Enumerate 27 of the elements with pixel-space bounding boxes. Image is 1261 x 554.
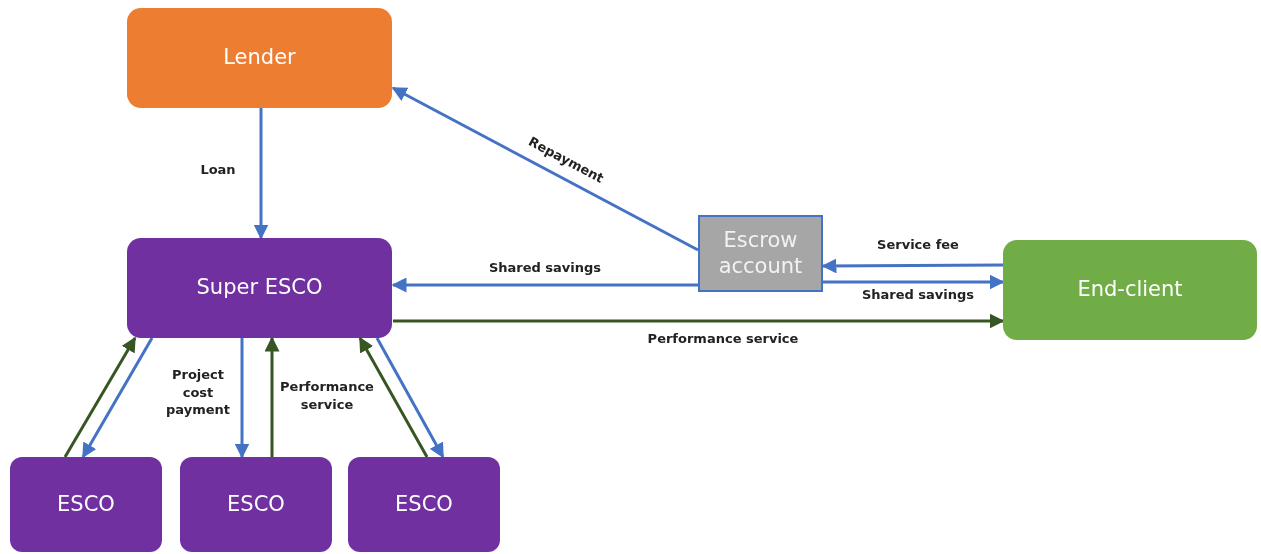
process-box	[180, 457, 332, 552]
arrow	[391, 86, 699, 252]
process-box	[348, 457, 500, 552]
node-label: ESCO	[57, 491, 115, 518]
arrow	[63, 336, 137, 458]
process-box	[10, 457, 162, 552]
edge-label: Shared savings	[859, 286, 977, 304]
node-label: ESCO	[395, 491, 453, 518]
process-box	[1003, 240, 1257, 340]
node-label: Lender	[223, 45, 296, 71]
arrow	[264, 336, 280, 457]
process-box	[127, 8, 392, 108]
arrow	[375, 337, 445, 459]
arrow	[823, 274, 1005, 290]
arrow	[358, 336, 429, 458]
arrow	[393, 313, 1005, 329]
node-label: Super ESCO	[196, 275, 323, 301]
node-label: End-client	[1077, 277, 1183, 303]
arrow	[253, 108, 269, 240]
process-box	[127, 238, 392, 338]
process-box	[698, 215, 823, 292]
arrow	[234, 338, 250, 459]
arrow	[81, 337, 154, 459]
edge-label: Shared savings	[486, 259, 604, 277]
arrow	[391, 277, 698, 293]
node-label: ESCO	[227, 491, 285, 518]
node-label: Escrow account	[717, 228, 804, 279]
